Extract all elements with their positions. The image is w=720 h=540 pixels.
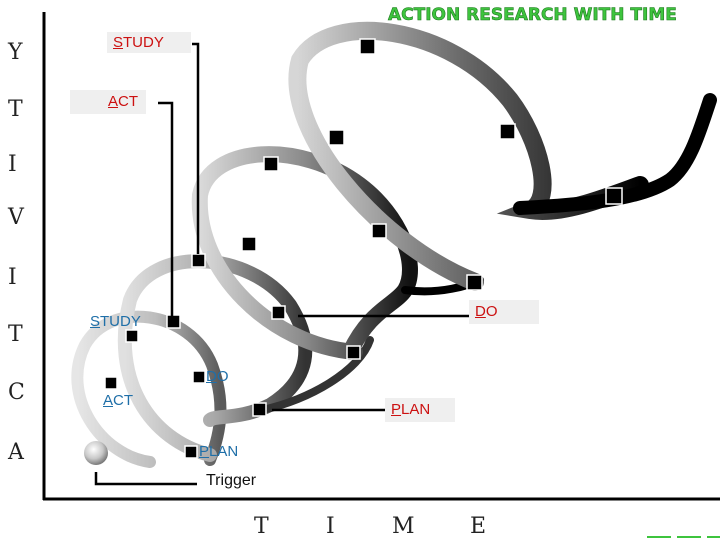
- label-rest: O: [217, 368, 229, 385]
- inner-study-label: STUDY: [90, 313, 141, 330]
- label-initial: P: [199, 443, 209, 460]
- y-axis-letter: T: [8, 97, 23, 122]
- x-axis-letter: E: [470, 514, 486, 539]
- marker: [193, 371, 205, 383]
- inner-act-label: ACT: [103, 392, 133, 409]
- y-axis-letter: Y: [8, 40, 23, 65]
- marker: [500, 124, 515, 139]
- diagram-title: ACTION RESEARCH WITH TIME: [388, 5, 677, 25]
- x-axis-letter: T: [254, 514, 269, 539]
- outer-study-label: STUDY: [107, 32, 191, 53]
- marker: [126, 330, 138, 342]
- y-axis-letter: I: [8, 152, 17, 177]
- marker: [264, 157, 278, 171]
- corner-marks: [645, 534, 720, 540]
- marker: [467, 275, 482, 290]
- label-initial: S: [90, 313, 100, 330]
- trigger-leader-line: [96, 472, 197, 484]
- y-axis-letter: A: [8, 440, 24, 465]
- outer-do-label: DO: [469, 300, 539, 324]
- label-initial: S: [113, 34, 123, 51]
- inner-do-label: DO: [206, 368, 229, 385]
- x-axis-letter: I: [326, 514, 335, 539]
- marker: [185, 446, 197, 458]
- y-axis-letter: T: [8, 322, 23, 347]
- step-markers: [105, 39, 622, 458]
- label-initial: P: [391, 401, 401, 418]
- label-initial: D: [206, 368, 217, 385]
- spiral-loop-2: [125, 261, 370, 455]
- label-rest: LAN: [209, 443, 238, 460]
- outer-act-label: ACT: [70, 90, 146, 114]
- marker: [192, 254, 205, 267]
- y-axis-letter: C: [8, 380, 25, 405]
- label-rest: CT: [113, 392, 133, 409]
- marker: [272, 306, 285, 319]
- trigger-label: Trigger: [206, 472, 256, 490]
- label-rest: TUDY: [100, 313, 141, 330]
- label-rest: CT: [118, 93, 138, 110]
- label-initial: D: [475, 303, 486, 320]
- y-axis-letter: I: [8, 265, 17, 290]
- label-initial: A: [103, 392, 113, 409]
- spiral-loop-4: [297, 31, 710, 282]
- trigger-ball: [84, 441, 108, 465]
- inner-plan-label: PLAN: [199, 443, 238, 460]
- marker: [167, 315, 180, 328]
- act-leader-line: [158, 103, 172, 316]
- spiral-loop-1: [77, 317, 220, 462]
- marker: [105, 377, 117, 389]
- marker: [372, 224, 386, 238]
- label-initial: A: [108, 93, 118, 110]
- y-axis-letter: V: [8, 205, 24, 230]
- x-axis-letter: M: [392, 514, 415, 539]
- label-rest: TUDY: [123, 34, 164, 51]
- marker: [253, 403, 266, 416]
- marker: [347, 346, 360, 359]
- marker: [242, 237, 256, 251]
- marker: [606, 188, 622, 204]
- outer-plan-label: PLAN: [385, 398, 455, 422]
- marker: [329, 130, 344, 145]
- label-rest: O: [486, 303, 498, 320]
- marker: [360, 39, 375, 54]
- label-rest: LAN: [401, 401, 430, 418]
